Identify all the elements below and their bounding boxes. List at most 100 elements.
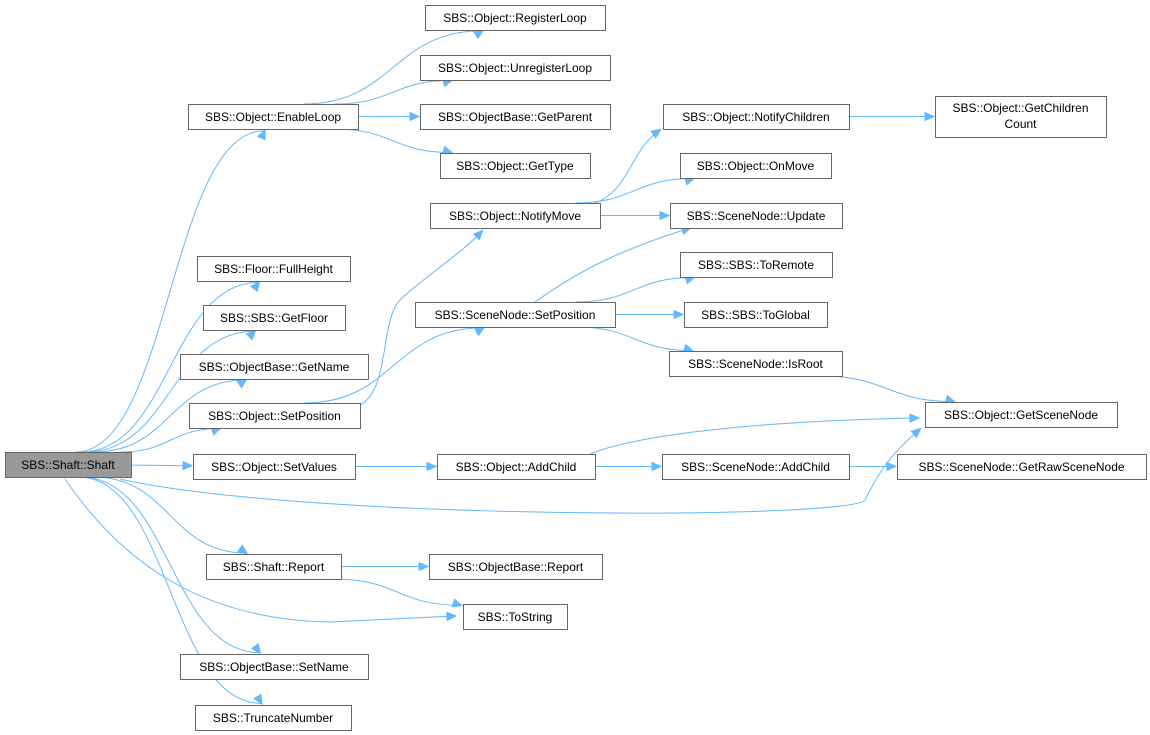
- arrowhead-icon: [426, 461, 438, 472]
- edge-shaft-to-enableloop: [75, 128, 266, 453]
- arrowhead-icon: [650, 128, 662, 139]
- node-registerloop[interactable]: SBS::Object::RegisterLoop: [425, 5, 606, 31]
- edge-line: [575, 177, 694, 204]
- node-box: [680, 252, 833, 278]
- node-tostring[interactable]: SBS::ToString: [463, 604, 568, 630]
- edge-line: [80, 476, 260, 654]
- edge-line: [359, 230, 483, 406]
- node-addchild[interactable]: SBS::Object::AddChild: [437, 454, 596, 480]
- edge-scenenodesetposition-to-toremote: [575, 275, 696, 303]
- edge-setposition-to-notifymove: [359, 229, 484, 406]
- node-box: [193, 454, 356, 480]
- node-label: SBS::ObjectBase::GetName: [199, 360, 350, 374]
- edge-shaft-to-setname: [80, 476, 262, 655]
- edge-line: [64, 478, 456, 623]
- node-setname[interactable]: SBS::ObjectBase::SetName: [180, 654, 369, 680]
- node-notifychildren[interactable]: SBS::Object::NotifyChildren: [663, 104, 850, 130]
- node-box: [429, 554, 603, 580]
- edge-scenenodeaddchild-to-getrawscenenode: [849, 461, 898, 472]
- arrowhead-icon: [659, 210, 671, 221]
- node-notifymove[interactable]: SBS::Object::NotifyMove: [430, 203, 601, 229]
- node-box: [662, 454, 850, 480]
- node-truncatenumber[interactable]: SBS::TruncateNumber: [195, 705, 352, 731]
- edge-shaft-to-fullheight: [81, 280, 261, 453]
- node-box: [180, 654, 369, 680]
- edge-enableloop-to-getparent: [358, 111, 421, 122]
- node-scenenodesetposition[interactable]: SBS::SceneNode::SetPosition: [415, 302, 616, 328]
- node-shaftreport[interactable]: SBS::Shaft::Report: [206, 554, 342, 580]
- arrowhead-icon: [682, 343, 695, 353]
- arrowhead-icon: [673, 309, 685, 320]
- edge-line: [333, 578, 462, 606]
- node-box: [670, 203, 843, 229]
- node-label: SBS::Object::GetType: [456, 159, 574, 173]
- arrowhead-icon: [182, 460, 194, 471]
- node-box: [188, 104, 359, 130]
- node-label: SBS::SBS::GetFloor: [220, 311, 328, 325]
- edge-line: [119, 428, 921, 514]
- edge-shaft-to-getscenenode: [119, 427, 922, 514]
- edge-line: [334, 128, 452, 154]
- node-toglobal[interactable]: SBS::SBS::ToGlobal: [684, 302, 828, 328]
- node-scenenodeupdate[interactable]: SBS::SceneNode::Update: [670, 203, 843, 229]
- edge-line: [589, 417, 919, 455]
- node-onmove[interactable]: SBS::Object::OnMove: [680, 153, 832, 179]
- arrowhead-icon: [651, 461, 663, 472]
- node-scenenodeaddchild[interactable]: SBS::SceneNode::AddChild: [662, 454, 850, 480]
- node-unregisterloop[interactable]: SBS::Object::UnregisterLoop: [420, 55, 611, 81]
- node-objectbasereport[interactable]: SBS::ObjectBase::Report: [429, 554, 603, 580]
- node-shaft[interactable]: SBS::Shaft::Shaft: [5, 452, 132, 478]
- node-label: SBS::TruncateNumber: [213, 711, 333, 725]
- edge-shaft-to-getfloor: [85, 329, 257, 453]
- edge-setvalues-to-addchild: [355, 461, 438, 472]
- node-label: SBS::Object::GetChildren: [952, 101, 1088, 115]
- node-getrawscenenode[interactable]: SBS::SceneNode::GetRawSceneNode: [897, 454, 1147, 480]
- node-getparent[interactable]: SBS::ObjectBase::GetParent: [420, 104, 611, 130]
- node-label: SBS::Object::SetValues: [211, 460, 337, 474]
- node-label: SBS::ObjectBase::GetParent: [438, 110, 593, 124]
- node-setposition[interactable]: SBS::Object::SetPosition: [189, 403, 361, 429]
- arrowhead-icon: [236, 544, 249, 555]
- node-gettype[interactable]: SBS::Object::GetType: [440, 153, 591, 179]
- arrowhead-icon: [249, 280, 261, 293]
- edge-addchild-to-getscenenode: [589, 413, 921, 455]
- node-label: SBS::Object::NotifyChildren: [682, 110, 829, 124]
- node-fullheight[interactable]: SBS::Floor::FullHeight: [197, 256, 351, 282]
- node-label: SBS::SceneNode::Update: [687, 209, 826, 223]
- node-box: [430, 203, 601, 229]
- arrowhead-icon: [245, 329, 257, 341]
- edge-notifymove-to-notifychildren: [594, 128, 662, 204]
- node-label: SBS::ToString: [478, 610, 553, 624]
- arrowhead-icon: [418, 561, 430, 572]
- node-box: [669, 351, 843, 377]
- edge-line: [534, 227, 691, 303]
- arrowhead-icon: [256, 128, 266, 141]
- node-isroot[interactable]: SBS::SceneNode::IsRoot: [669, 351, 843, 377]
- arrowhead-icon: [236, 378, 248, 389]
- node-label: SBS::ObjectBase::Report: [448, 560, 584, 574]
- node-getfloor[interactable]: SBS::SBS::GetFloor: [203, 305, 346, 331]
- arrowhead-icon: [473, 326, 486, 337]
- edge-shaftreport-to-tostring: [333, 578, 464, 608]
- edge-shaft-to-setvalues: [130, 460, 194, 471]
- edge-line: [94, 379, 246, 453]
- node-getname[interactable]: SBS::ObjectBase::GetName: [180, 354, 369, 380]
- node-box: [935, 96, 1107, 138]
- node-toremote[interactable]: SBS::SBS::ToRemote: [680, 252, 833, 278]
- edge-line: [85, 330, 255, 453]
- node-label: SBS::SceneNode::SetPosition: [435, 308, 596, 322]
- node-label: SBS::Shaft::Report: [223, 560, 325, 574]
- arrowhead-icon: [924, 111, 936, 122]
- node-setvalues[interactable]: SBS::Object::SetValues: [193, 454, 356, 480]
- edge-scenenodesetposition-to-isroot: [576, 326, 695, 353]
- node-enableloop[interactable]: SBS::Object::EnableLoop: [188, 104, 359, 130]
- node-getscenenode[interactable]: SBS::Object::GetSceneNode: [925, 402, 1118, 428]
- node-box: [680, 153, 832, 179]
- edge-line: [120, 428, 220, 453]
- node-box: [415, 302, 616, 328]
- node-box: [425, 5, 606, 31]
- edge-line: [75, 130, 265, 453]
- edge-shaft-to-shaftreport: [93, 476, 249, 555]
